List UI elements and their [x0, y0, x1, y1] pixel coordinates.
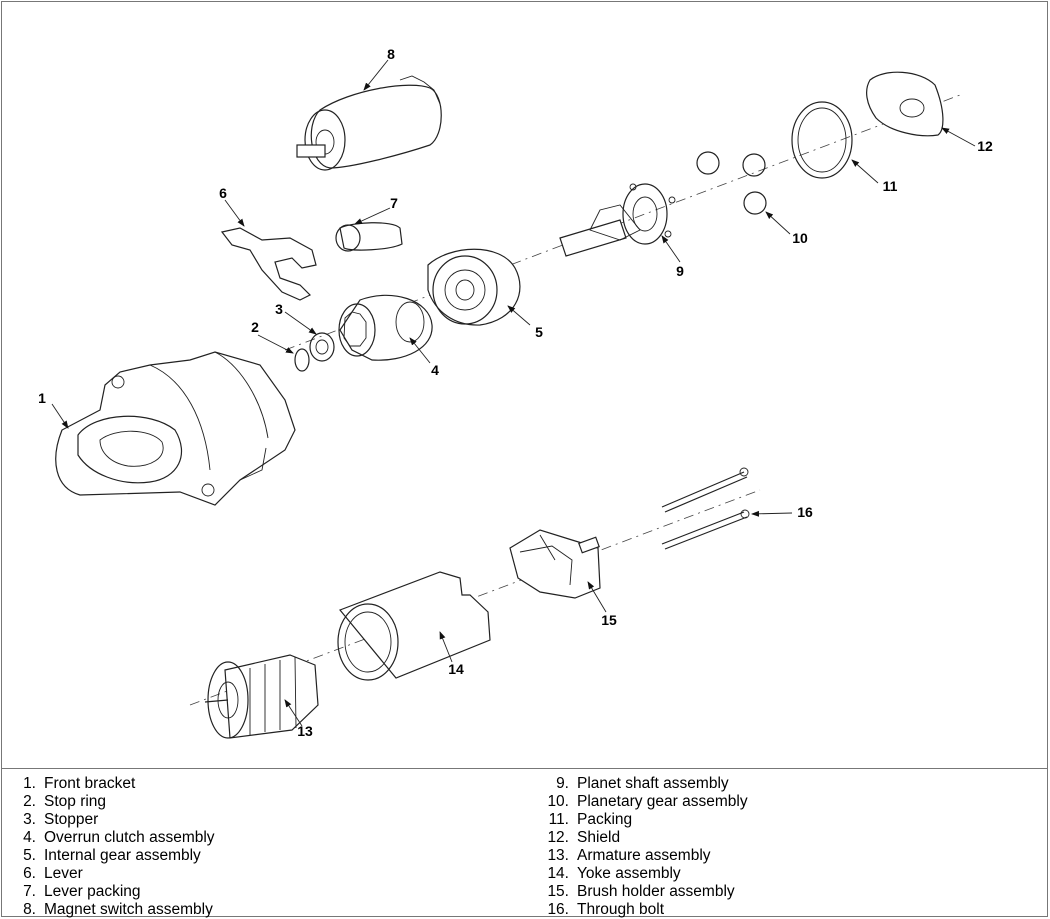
callout-8: 8	[387, 46, 395, 62]
front-bracket-part	[55, 351, 296, 506]
legend-number: 8.	[23, 901, 36, 918]
legend-item: 11. Packing	[541, 811, 748, 829]
stop-ring-part	[294, 348, 310, 372]
legend-number: 4.	[23, 829, 36, 846]
legend-label: Front bracket	[44, 775, 136, 792]
stopper-part	[309, 332, 335, 362]
callout-6: 6	[219, 185, 227, 201]
leader-lines	[51, 59, 976, 727]
armature-part	[204, 654, 319, 739]
legend-number: 6.	[23, 865, 36, 882]
legend-number: 14.	[547, 865, 569, 882]
legend-number: 2.	[23, 793, 36, 810]
packing-part	[791, 101, 853, 179]
through-bolts-part	[661, 467, 750, 550]
legend-item: 14. Yoke assembly	[541, 865, 748, 883]
legend-label: Internal gear assembly	[44, 847, 201, 864]
exploded-view-diagram: 1 2 3 4 5 6 7 8 9 10 11 12 13 14 15 16	[38, 46, 993, 739]
legend-number: 11.	[548, 811, 569, 828]
legend-number: 13.	[547, 847, 569, 864]
legend-label: Planetary gear assembly	[577, 793, 748, 810]
callout-7: 7	[390, 195, 398, 211]
legend-left-column: 1. Front bracket 2. Stop ring 3. Stopper 4.…	[14, 775, 215, 919]
upper-axis-line	[284, 94, 961, 351]
legend-item: 5. Internal gear assembly	[14, 847, 215, 865]
lower-axis-line	[189, 489, 761, 706]
callout-12: 12	[977, 138, 993, 154]
legend-label: Lever	[44, 865, 83, 882]
lever-packing-part	[335, 222, 403, 252]
callout-2: 2	[251, 319, 259, 335]
callout-10: 10	[792, 230, 808, 246]
legend-item: 8. Magnet switch assembly	[14, 901, 215, 919]
planet-shaft-part	[559, 183, 676, 257]
callout-3: 3	[275, 301, 283, 317]
legend-item: 4. Overrun clutch assembly	[14, 829, 215, 847]
callout-16: 16	[797, 504, 813, 520]
legend-item: 2. Stop ring	[14, 793, 215, 811]
callout-9: 9	[676, 263, 684, 279]
internal-gear-part	[427, 248, 521, 326]
planetary-gears-part	[696, 151, 767, 215]
legend-number: 9.	[556, 775, 569, 792]
legend-number: 5.	[23, 847, 36, 864]
legend-number: 3.	[23, 811, 36, 828]
callout-13: 13	[297, 723, 313, 739]
yoke-part	[337, 571, 491, 681]
legend-item: 6. Lever	[14, 865, 215, 883]
legend-number: 7.	[23, 883, 36, 900]
legend-label: Brush holder assembly	[577, 883, 735, 900]
legend-label: Yoke assembly	[577, 865, 681, 882]
legend-item: 12. Shield	[541, 829, 748, 847]
callout-1: 1	[38, 390, 46, 406]
brush-holder-part	[509, 529, 601, 599]
legend-number: 15.	[547, 883, 569, 900]
callout-5: 5	[535, 324, 543, 340]
legend-item: 3. Stopper	[14, 811, 215, 829]
callout-14: 14	[448, 661, 464, 677]
legend-item: 15. Brush holder assembly	[541, 883, 748, 901]
callout-11: 11	[883, 178, 898, 194]
legend-item: 9. Planet shaft assembly	[541, 775, 748, 793]
legend-label: Stop ring	[44, 793, 107, 810]
callout-15: 15	[601, 612, 617, 628]
legend-label: Planet shaft assembly	[577, 775, 729, 792]
legend-label: Lever packing	[44, 883, 141, 900]
legend-label: Stopper	[44, 811, 99, 828]
legend-label: Shield	[577, 829, 621, 846]
legend-number: 10.	[547, 793, 569, 810]
legend-item: 10. Planetary gear assembly	[541, 793, 748, 811]
legend-item: 1. Front bracket	[14, 775, 215, 793]
legend-label: Packing	[577, 811, 633, 828]
legend-item: 16. Through bolt	[541, 901, 748, 919]
magnet-switch-part	[296, 75, 442, 171]
legend-number: 12.	[547, 829, 569, 846]
legend-divider	[1, 768, 1048, 769]
legend-item: 13. Armature assembly	[541, 847, 748, 865]
lever-part	[220, 227, 317, 301]
legend-label: Through bolt	[577, 901, 665, 918]
shield-part	[866, 71, 944, 137]
legend-right-column: 9. Planet shaft assembly 10. Planetary gea…	[541, 775, 748, 919]
overrun-clutch-part	[338, 294, 433, 361]
callout-4: 4	[431, 362, 439, 378]
legend-label: Magnet switch assembly	[44, 901, 213, 918]
legend-item: 7. Lever packing	[14, 883, 215, 901]
legend-number: 16.	[547, 901, 569, 918]
legend-number: 1.	[23, 775, 36, 792]
legend-label: Overrun clutch assembly	[44, 829, 215, 846]
legend-label: Armature assembly	[577, 847, 711, 864]
